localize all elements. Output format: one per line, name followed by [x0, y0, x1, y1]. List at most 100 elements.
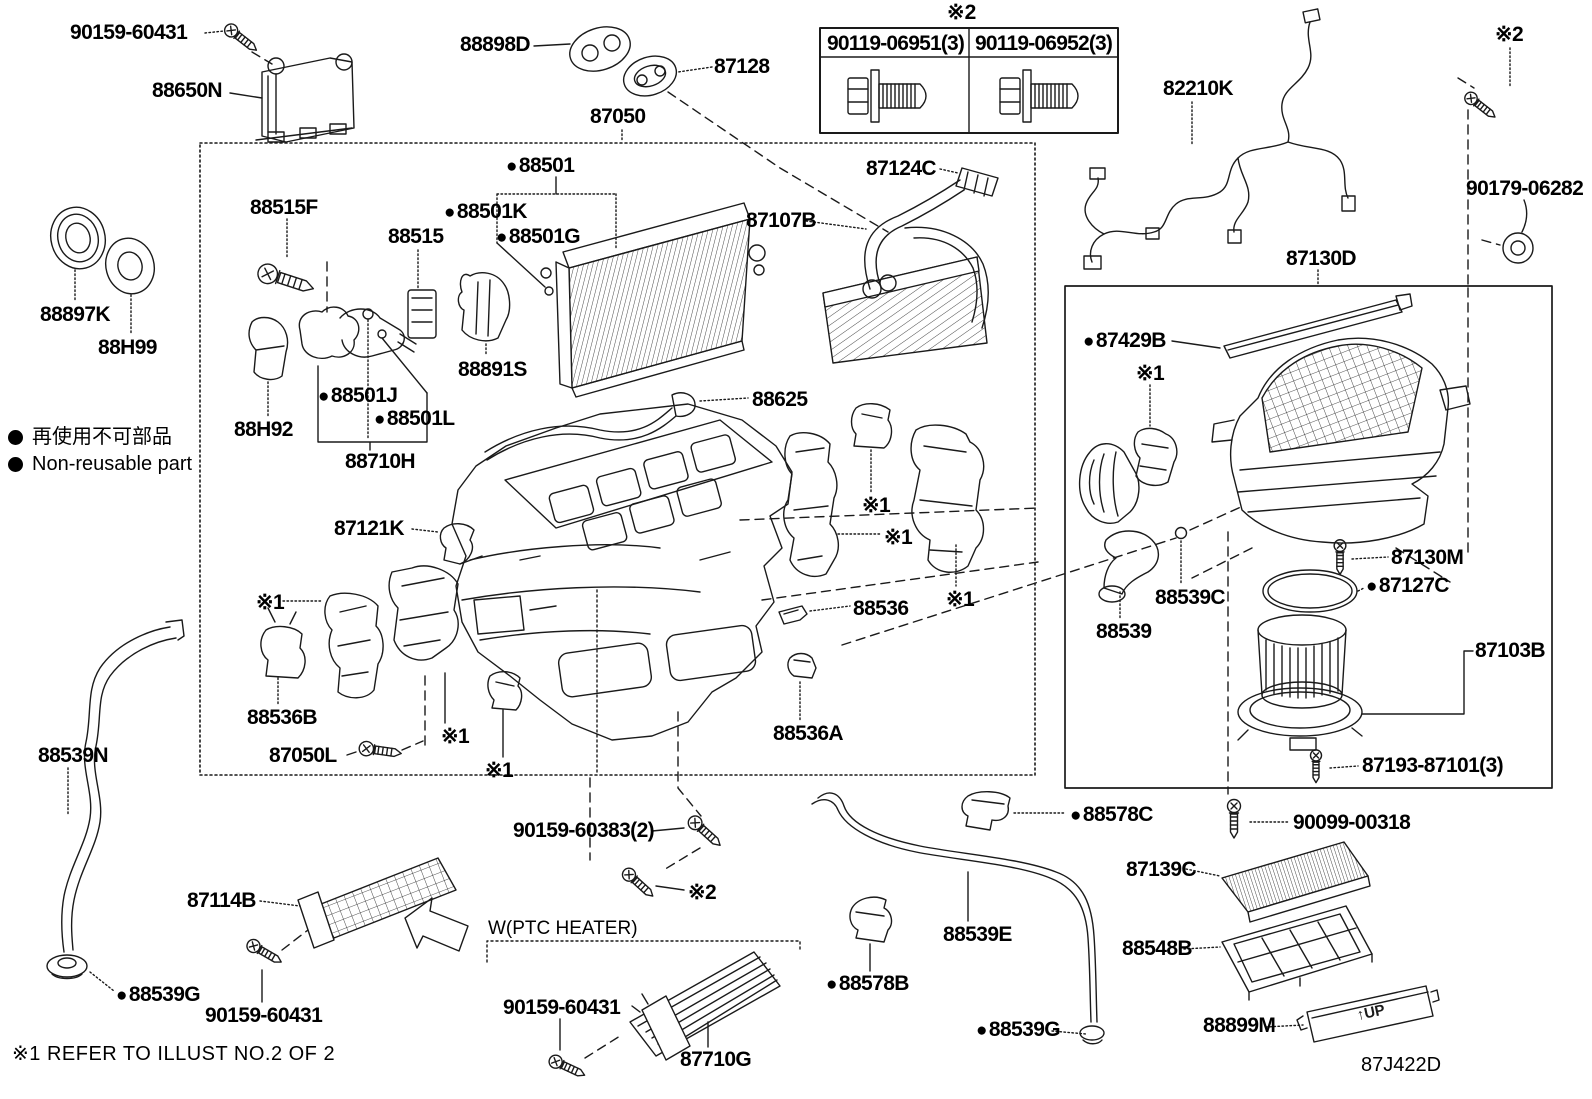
fastener-table-col-1: 90119-06951(3): [827, 32, 965, 55]
legend-row: Non-reusable part: [8, 451, 192, 478]
non-reusable-dot-icon: [8, 457, 23, 472]
part-label-88h92: 88H92: [234, 418, 293, 441]
part-label-1: ※1: [946, 588, 975, 611]
part-label-1: ※1: [441, 725, 470, 748]
part-label-2: ※2: [1495, 23, 1524, 46]
screw-90099-00318: [1226, 798, 1291, 839]
grommet-88898d: [534, 19, 636, 78]
non-reusable-dot-icon: ●: [1070, 805, 1081, 826]
non-reusable-dot-icon: ●: [976, 1020, 987, 1041]
rings-88897k-88h99: [44, 201, 161, 334]
latch-88536: [779, 606, 850, 624]
hvac-unit-box-87050: [200, 143, 1035, 775]
part-label-9015960431: 90159-60431: [70, 21, 188, 44]
part-label-87050: 87050: [590, 105, 646, 128]
ptc-heater-87710g: [630, 952, 780, 1060]
fastener-table-frame: [820, 28, 1118, 133]
big-arrow: [405, 898, 468, 951]
legend-text-en: Non-reusable part: [32, 453, 193, 475]
valve-assembly-88710h: [299, 307, 427, 450]
part-label-87429b: ●87429B: [1083, 329, 1166, 352]
non-reusable-dot-icon: ●: [374, 409, 385, 430]
part-label-87193871013: 87193-87101(3): [1362, 754, 1504, 777]
part-label-88539: 88539: [1096, 620, 1152, 643]
part-label-88539g: ●88539G: [116, 983, 201, 1006]
relay-88515: [408, 250, 436, 338]
ptc-bracket: [487, 941, 800, 962]
part-label-82210k: 82210K: [1163, 77, 1234, 100]
heater-87114b: [260, 858, 456, 948]
hvac-main-unit: [452, 404, 792, 740]
part-label-88515f: 88515F: [250, 196, 318, 219]
heater-core-and-pipes: [806, 168, 998, 363]
part-label-88548b: 88548B: [1122, 937, 1193, 960]
seal-strip-87429b: [1172, 294, 1412, 358]
part-label-87128: 87128: [714, 55, 770, 78]
part-label-1: ※1: [256, 591, 285, 614]
part-label-87130d: 87130D: [1286, 247, 1357, 270]
clamp-88578c: [962, 792, 1066, 830]
fastener-table-col-2: 90119-06952(3): [975, 32, 1113, 55]
filter-case-88548b: [1184, 906, 1372, 1000]
construction-lines: [590, 506, 1450, 871]
part-label-wptcheater: W(PTC HEATER): [488, 918, 638, 939]
part-label-88539g: ●88539G: [976, 1018, 1061, 1041]
part-label-87124c: 87124C: [866, 157, 937, 180]
resistor-88891s: [458, 273, 509, 356]
part-label-88501j: ●88501J: [318, 384, 398, 407]
part-label-1: ※1: [485, 759, 514, 782]
part-label-88650n: 88650N: [152, 79, 223, 102]
leader-lines: [622, 130, 1318, 284]
part-label-88891s: 88891S: [458, 358, 527, 381]
blower-motor-87103b: [1238, 615, 1473, 750]
grommet-87128: [618, 50, 888, 232]
part-label-88501k: ●88501K: [444, 200, 527, 223]
screw-90159-60383: [652, 812, 726, 852]
non-reusable-dot-icon: ●: [496, 227, 507, 248]
servo-small-center: [445, 672, 522, 757]
fastener-table-note: ※2: [947, 1, 977, 24]
evaporator-88501: [497, 177, 765, 397]
part-label-87130m: 87130M: [1391, 546, 1464, 569]
hose-88539n: [47, 620, 184, 991]
part-label-88539n: 88539N: [38, 744, 109, 767]
non-reusable-dot-icon: ●: [506, 156, 517, 177]
cabin-filter-87139c: [1186, 842, 1370, 922]
part-label-88501l: ●88501L: [374, 407, 455, 430]
hose-88539e: [812, 793, 1104, 1044]
part-label-9009900318: 90099-00318: [1293, 811, 1411, 834]
legend-row: 再使用不可部品: [8, 424, 192, 451]
footnote: ※1 REFER TO ILLUST NO.2 OF 2: [12, 1043, 336, 1065]
screw-88515f: [254, 219, 327, 312]
part-label-9015960431: 90159-60431: [205, 1004, 323, 1027]
part-label-88536: 88536: [853, 597, 909, 620]
pipe-88625: [485, 393, 748, 460]
part-label-1: ※1: [1136, 362, 1165, 385]
non-reusable-dot-icon: ●: [826, 974, 837, 995]
non-reusable-dot-icon: ●: [1366, 576, 1377, 597]
up-marking: ↑UP: [1355, 1001, 1386, 1024]
part-label-87139c: 87139C: [1126, 858, 1197, 881]
part-label-88625: 88625: [752, 388, 808, 411]
part-label-9015960431: 90159-60431: [503, 996, 621, 1019]
non-reusable-dot-icon: ●: [1083, 331, 1094, 352]
legend-text-jp: 再使用不可部品: [32, 426, 172, 448]
part-label-87107b: 87107B: [746, 209, 817, 232]
part-label-90159603832: 90159-60383(2): [513, 819, 655, 842]
part-label-88898d: 88898D: [460, 33, 531, 56]
blower-unit-box-87130d: [1065, 286, 1552, 788]
non-reusable-dot-icon: ●: [116, 985, 127, 1006]
part-label-9017906282: 90179-06282: [1466, 177, 1584, 200]
screw-87193-87101: [1309, 749, 1358, 784]
screw-90159-60431-mid: [546, 1019, 620, 1082]
duct-elbow-88539: [1099, 531, 1158, 619]
servo-right-box: [1134, 385, 1176, 485]
part-label-88899m: 88899M: [1203, 1014, 1276, 1037]
part-label-87103b: 87103B: [1475, 639, 1546, 662]
wiring-harness-82210k: [1084, 9, 1355, 269]
diagram-code: 87J422D: [1361, 1054, 1442, 1076]
part-label-87127c: ●87127C: [1366, 574, 1449, 597]
o-ring-87127c: [1263, 570, 1364, 612]
grommet-88539c: [1176, 528, 1187, 585]
